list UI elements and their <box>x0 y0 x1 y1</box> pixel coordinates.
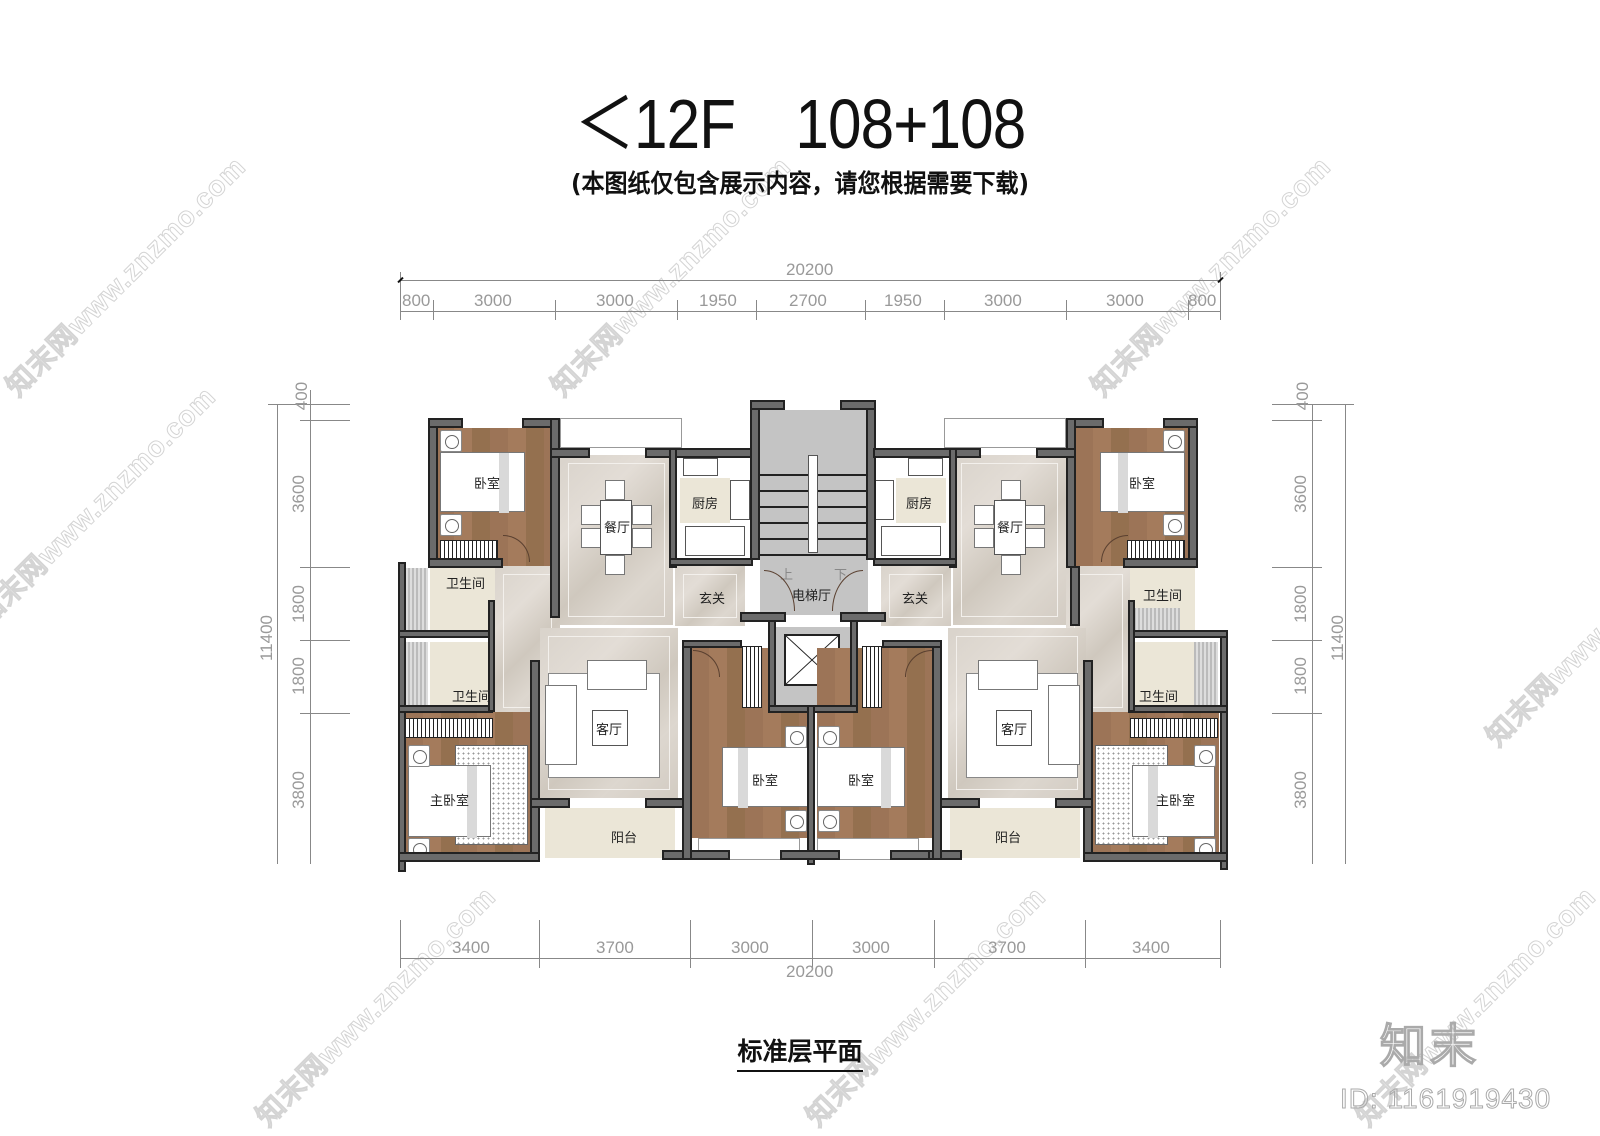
wall <box>1083 852 1228 862</box>
dim-left-total: 11400 <box>257 614 277 662</box>
wall <box>530 660 540 860</box>
wall <box>850 620 858 710</box>
wall <box>1055 798 1093 808</box>
right-dining-table <box>994 500 1026 555</box>
wall <box>750 400 760 560</box>
wall <box>682 640 692 860</box>
brand-logo: 知末 <box>1379 1018 1480 1073</box>
wall <box>1128 600 1135 712</box>
wall <box>669 448 677 568</box>
wall <box>949 448 957 568</box>
wall <box>398 630 493 638</box>
watermark: 知末网www.znzmo.com <box>250 880 502 1133</box>
wall <box>488 600 495 712</box>
wall <box>1036 448 1076 458</box>
wall <box>398 562 406 872</box>
wall <box>690 850 730 860</box>
right-balcony <box>950 808 1080 858</box>
dim-top-total: 20200 <box>786 260 834 279</box>
wall <box>428 418 438 568</box>
dim-bottom-total: 20200 <box>786 962 834 981</box>
watermark: 知末网www.znzmo.com <box>1480 500 1600 753</box>
unit-area: 108+108 <box>795 85 1026 163</box>
dim-right-total: 11400 <box>1328 614 1348 662</box>
wall <box>1128 630 1228 638</box>
wall <box>890 850 930 860</box>
wall <box>398 705 493 713</box>
wall <box>669 558 753 566</box>
left-master-bed <box>408 765 491 838</box>
wall <box>398 852 540 862</box>
left-bath-2 <box>430 642 495 707</box>
left-bed-top <box>440 452 525 513</box>
wall <box>932 640 942 860</box>
floor-count: ＜12F <box>574 85 736 163</box>
page-title: ＜12F 108+108 <box>112 68 1488 169</box>
left-dining-table <box>600 500 632 555</box>
wall <box>882 640 942 648</box>
wall <box>428 418 463 428</box>
wall <box>1220 630 1228 870</box>
wall <box>428 558 503 568</box>
wall <box>1123 558 1198 568</box>
left-bath-1 <box>430 568 495 633</box>
wall <box>873 558 957 566</box>
right-master-bed <box>1132 765 1215 838</box>
wall <box>840 612 886 622</box>
wall <box>1188 418 1198 568</box>
wall <box>550 448 590 458</box>
wall <box>807 705 815 865</box>
left-bed-mid <box>722 747 810 808</box>
wall <box>768 620 776 710</box>
plan-title: 标准层平面 <box>0 1032 1600 1072</box>
right-sofa-top <box>978 660 1038 690</box>
right-sofa-side <box>1048 685 1080 765</box>
left-sofa-top <box>587 660 647 690</box>
left-wardrobe-top <box>440 540 498 560</box>
wall <box>750 400 785 410</box>
wall <box>550 418 560 618</box>
wall <box>866 400 876 560</box>
drawing-id: ID: 1161919430 <box>1339 1083 1552 1115</box>
right-bed-mid <box>817 747 905 808</box>
right-bed-top <box>1100 452 1185 513</box>
wall <box>1066 418 1076 568</box>
stair-handrail <box>808 455 818 553</box>
page-subtitle: (本图纸仅包含展示内容，请您根据需要下载) <box>570 169 1030 198</box>
wall <box>645 448 753 458</box>
wall <box>530 798 570 808</box>
wall <box>1128 705 1228 713</box>
wall <box>873 448 981 458</box>
wall <box>840 400 876 410</box>
wall <box>1070 566 1080 626</box>
wall <box>1163 418 1198 428</box>
left-sofa-side <box>545 685 577 765</box>
left-balcony <box>545 808 675 858</box>
wall <box>740 612 786 622</box>
watermark: 知末网www.znzmo.com <box>0 380 222 633</box>
lift-lobby-label: 电梯厅 <box>792 589 832 604</box>
wall <box>780 850 840 860</box>
right-bath-2 <box>1130 642 1195 707</box>
watermark: 知末网www.znzmo.com <box>800 880 1052 1133</box>
wall <box>1083 660 1093 860</box>
wall <box>682 640 742 648</box>
